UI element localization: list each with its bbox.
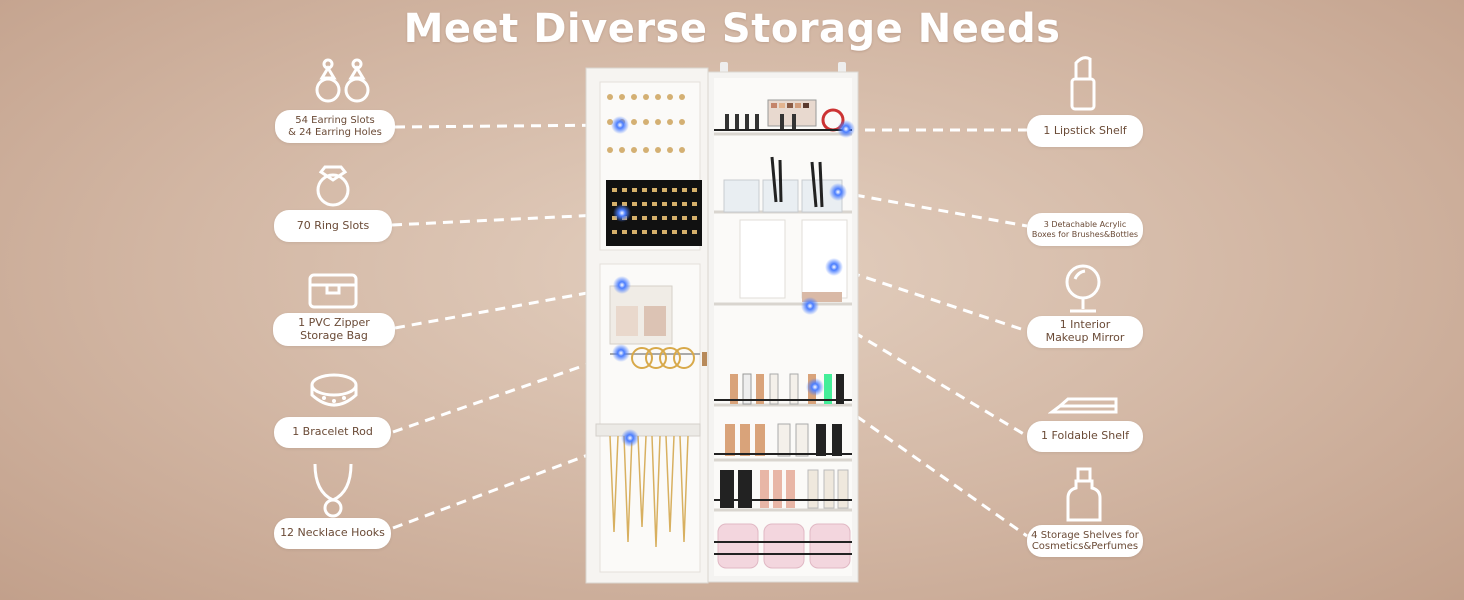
- marker-bracelet: [612, 344, 630, 362]
- perfume-bottle-icon: [1066, 467, 1102, 522]
- marker-lipstick: [837, 120, 855, 138]
- feature-pill-foldable-shelf: 1 Foldable Shelf: [1027, 421, 1143, 452]
- marker-shelf: [801, 297, 819, 315]
- ring-icon: [316, 165, 350, 207]
- mirror-icon: [1065, 264, 1101, 313]
- feature-pill-mirror: 1 Interior Makeup Mirror: [1027, 316, 1143, 348]
- lipstick-icon: [1070, 56, 1096, 111]
- necklace-icon: [313, 463, 353, 518]
- marker-mirror: [825, 258, 843, 276]
- marker-bag: [613, 276, 631, 294]
- page-title: Meet Diverse Storage Needs: [403, 6, 1061, 52]
- earring-icon: [315, 58, 370, 103]
- bracelet-icon: [310, 373, 358, 407]
- marker-storage: [806, 378, 824, 396]
- feature-pill-bag: 1 PVC Zipper Storage Bag: [273, 313, 395, 346]
- feature-pill-storage-shelves: 4 Storage Shelves for Cosmetics&Perfumes: [1027, 525, 1143, 557]
- marker-necklace: [621, 429, 639, 447]
- feature-pill-necklace: 12 Necklace Hooks: [274, 518, 391, 549]
- feature-pill-acrylic-boxes: 3 Detachable Acrylic Boxes for Brushes&B…: [1027, 213, 1143, 246]
- feature-pill-earring: 54 Earring Slots & 24 Earring Holes: [275, 110, 395, 143]
- feature-pill-ring: 70 Ring Slots: [274, 210, 392, 242]
- bag-icon: [308, 273, 358, 309]
- feature-pill-lipstick: 1 Lipstick Shelf: [1027, 115, 1143, 147]
- feature-pill-bracelet: 1 Bracelet Rod: [274, 417, 391, 448]
- jewelry-cabinet-illustration: [585, 62, 859, 584]
- marker-earring: [611, 116, 629, 134]
- shelf-icon: [1048, 397, 1118, 414]
- marker-ring: [613, 204, 631, 222]
- marker-acrylic: [829, 183, 847, 201]
